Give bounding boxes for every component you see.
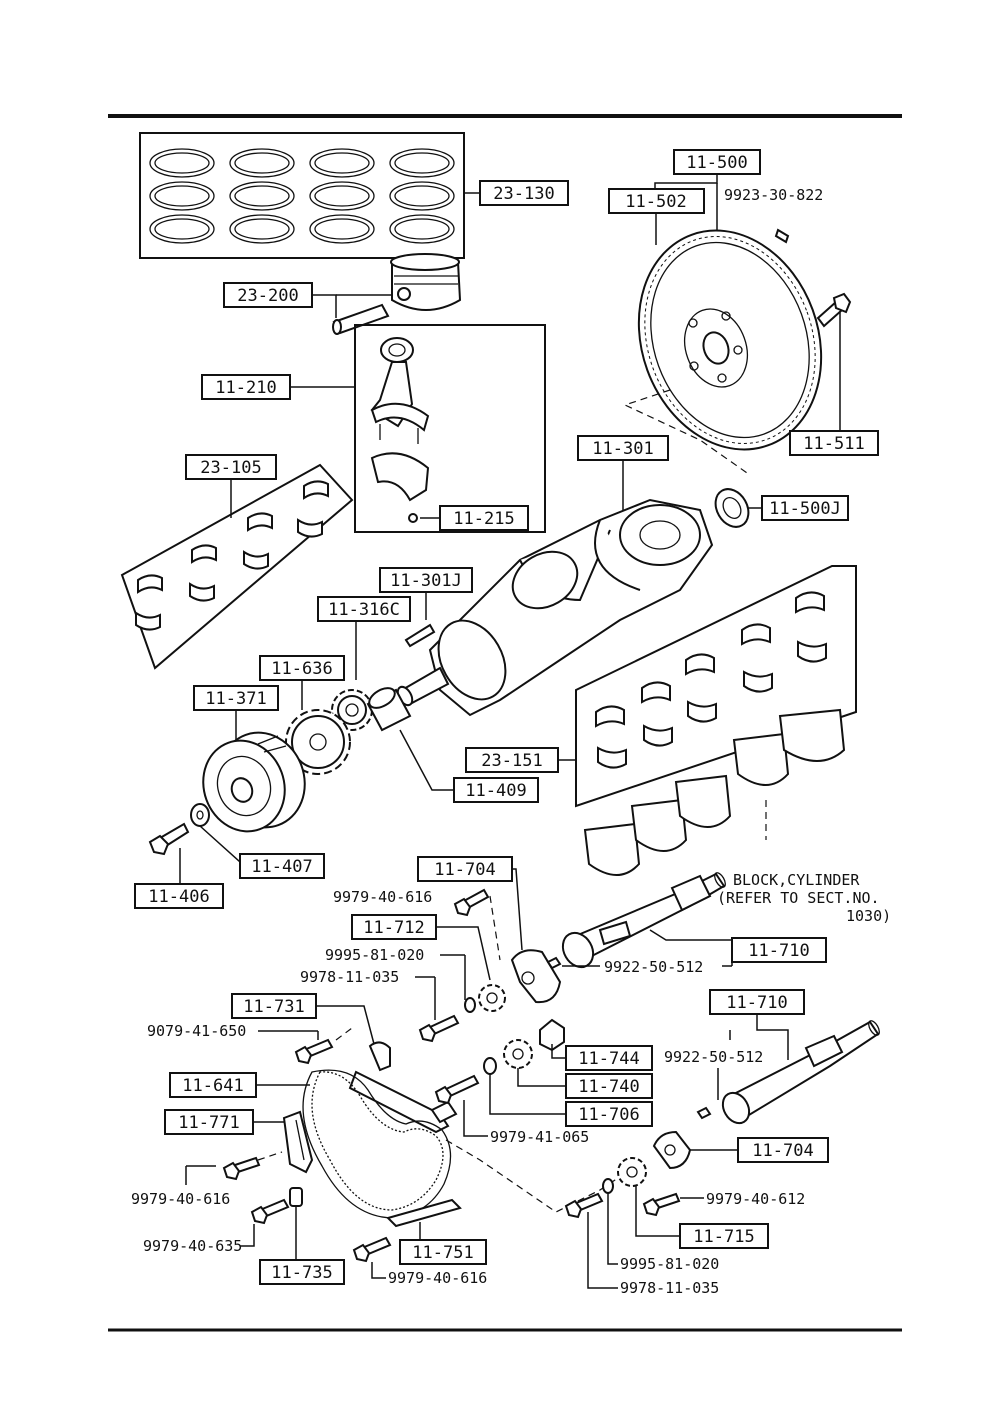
partno-9979-40-635: 9979-40-635 — [143, 1237, 242, 1255]
note-section-number: 1030) — [846, 907, 891, 925]
oil-pump-sprocket-icon — [285, 709, 351, 775]
piston-icon — [390, 253, 462, 311]
washer-icon — [464, 997, 476, 1013]
callout-23-130: 23-130 — [493, 184, 554, 204]
balance-shaft-sprocket-lower-icon — [617, 1157, 647, 1187]
crankshaft-icon — [396, 498, 714, 717]
washer-icon — [483, 1057, 497, 1075]
callout-11-215: 11-215 — [453, 509, 514, 529]
partno-9978-11-035-lower: 9978-11-035 — [620, 1279, 719, 1297]
callout-11-710-lower: 11-710 — [726, 993, 787, 1013]
balance-shaft-upper-icon — [561, 872, 726, 969]
callout-11-710-upper: 11-710 — [748, 941, 809, 961]
callout-11-641: 11-641 — [182, 1076, 243, 1096]
callout-11-210: 11-210 — [215, 378, 276, 398]
callout-11-406: 11-406 — [148, 887, 209, 907]
flywheel-bolt-icon — [816, 292, 852, 328]
partno-9995-81-020-upper: 9995-81-020 — [325, 946, 424, 964]
pulley-bolt-icon — [148, 822, 190, 856]
bolt-icon — [222, 1156, 261, 1181]
callout-23-151: 23-151 — [481, 751, 542, 771]
chain-tensioner-arm-icon — [348, 1041, 458, 1134]
partno-9979-40-612: 9979-40-612 — [706, 1190, 805, 1208]
connecting-rod-icon — [370, 337, 430, 502]
callout-11-301J: 11-301J — [390, 571, 462, 591]
shaft-coupling-icon — [539, 1018, 565, 1052]
balance-shaft-holder-lower-icon — [652, 1130, 692, 1170]
bolt-icon — [564, 1192, 604, 1219]
callout-11-502: 11-502 — [625, 192, 686, 212]
partno-9979-40-616-lower: 9979-40-616 — [388, 1269, 487, 1287]
balance-shaft-lower-icon — [721, 1020, 880, 1125]
callout-11-500J: 11-500J — [769, 499, 841, 519]
bolt-icon — [250, 1198, 290, 1225]
main-bearing-shells-icon — [575, 565, 857, 808]
callout-11-371: 11-371 — [205, 689, 266, 709]
bolt-icon — [453, 888, 490, 917]
callout-11-636: 11-636 — [271, 659, 332, 679]
callout-11-744: 11-744 — [578, 1049, 639, 1069]
callout-11-704-lower: 11-704 — [752, 1141, 813, 1161]
callout-11-715: 11-715 — [693, 1227, 754, 1247]
callout-11-500: 11-500 — [686, 153, 747, 173]
pulley-washer-icon — [190, 803, 210, 827]
callout-11-771: 11-771 — [178, 1113, 239, 1133]
note-refer-section: (REFER TO SECT.NO. — [717, 889, 880, 907]
callout-11-511: 11-511 — [803, 434, 864, 454]
partno-9922-50-512-upper: 9922-50-512 — [604, 958, 703, 976]
timing-chain-icon — [302, 1069, 452, 1219]
bolt-icon — [434, 1074, 480, 1105]
callout-11-731: 11-731 — [243, 997, 304, 1017]
callout-11-735: 11-735 — [271, 1263, 332, 1283]
rear-oil-seal-icon — [714, 488, 750, 528]
callout-23-200: 23-200 — [237, 286, 298, 306]
chain-guide-lower-icon — [386, 1198, 462, 1228]
oil-pump-driven-sprocket-icon — [503, 1039, 533, 1069]
note-block-cylinder: BLOCK,CYLINDER — [733, 871, 860, 889]
balance-shaft-sprocket-upper-icon — [478, 984, 506, 1012]
flywheel-icon — [637, 229, 823, 451]
callout-11-712: 11-712 — [363, 918, 424, 938]
callout-11-301: 11-301 — [592, 439, 653, 459]
conrod-bearing-shells-icon — [120, 463, 354, 670]
callout-11-704-upper: 11-704 — [434, 860, 495, 880]
piston-pin-icon — [332, 303, 390, 335]
spacer-sleeve-icon — [366, 687, 412, 732]
callout-11-740: 11-740 — [578, 1077, 639, 1097]
partno-9978-11-035-upper: 9978-11-035 — [300, 968, 399, 986]
callout-11-316C: 11-316C — [328, 600, 400, 620]
partno-9979-40-616-upper: 9979-40-616 — [333, 888, 432, 906]
callout-11-409: 11-409 — [465, 781, 526, 801]
main-bearing-caps-icon — [583, 708, 846, 876]
callout-11-706: 11-706 — [578, 1105, 639, 1125]
partno-9995-81-020-lower: 9995-81-020 — [620, 1255, 719, 1273]
partno-9979-41-065: 9979-41-065 — [490, 1128, 589, 1146]
callout-11-751: 11-751 — [412, 1243, 473, 1263]
partno-9923-30-822: 9923-30-822 — [724, 186, 823, 204]
balance-shaft-holder-icon — [510, 949, 562, 1004]
partno-9079-41-650: 9079-41-650 — [147, 1022, 246, 1040]
callout-23-105: 23-105 — [200, 458, 261, 478]
bolt-icon — [352, 1236, 392, 1263]
bolt-icon — [294, 1038, 334, 1065]
callout-11-407: 11-407 — [251, 857, 312, 877]
partno-9979-40-616-left: 9979-40-616 — [131, 1190, 230, 1208]
bolt-icon — [418, 1014, 460, 1043]
spacer-icon — [289, 1187, 303, 1207]
crankshaft-pulley-icon — [202, 731, 306, 833]
crank-sprocket-icon — [331, 689, 373, 731]
crank-key-icon — [404, 623, 436, 648]
partno-9922-50-512-lower: 9922-50-512 — [664, 1048, 763, 1066]
washer-icon — [602, 1178, 614, 1194]
chain-guide-icon — [282, 1110, 314, 1174]
piston-ring-set-icon — [139, 132, 465, 259]
bolt-icon — [642, 1192, 681, 1217]
